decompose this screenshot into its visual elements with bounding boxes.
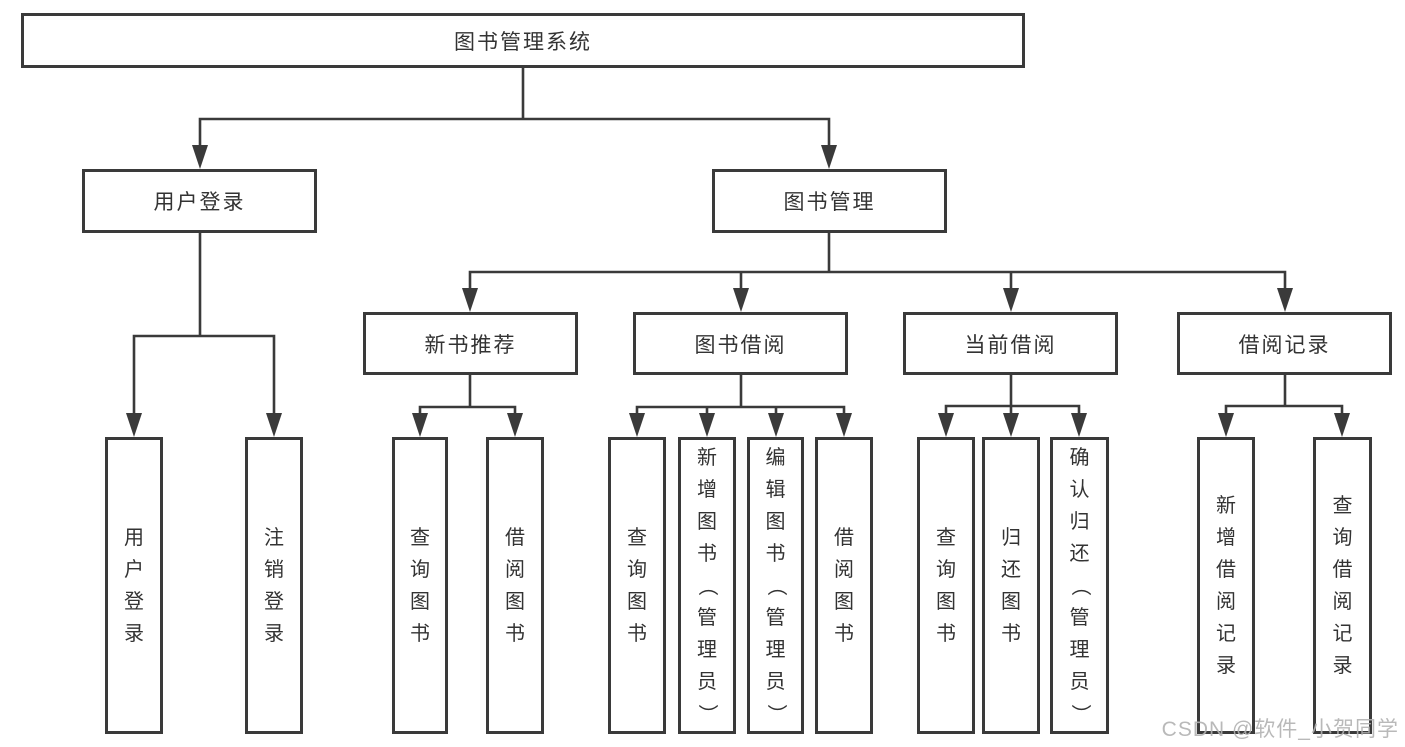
node-label-leaf-query-record: 查询借阅记录 xyxy=(1332,494,1353,677)
node-label-leaf-borrow-book-1: 借阅图书 xyxy=(505,526,525,645)
node-label-leaf-user-login: 用户登录 xyxy=(124,526,144,645)
node-label-leaf-query-book-1: 查询图书 xyxy=(410,526,430,645)
node-leaf-borrow-book-2: 借阅图书 xyxy=(815,437,873,734)
node-leaf-user-login: 用户登录 xyxy=(105,437,163,734)
node-label-new-book-rec: 新书推荐 xyxy=(424,333,517,357)
node-label-book-borrow: 图书借阅 xyxy=(694,333,787,357)
node-root: 图书管理系统 xyxy=(21,13,1025,68)
watermark-csdn: CSDN @软件_小贺同学 xyxy=(1161,718,1399,741)
arrowhead-icons xyxy=(126,145,1350,437)
node-leaf-query-record: 查询借阅记录 xyxy=(1313,437,1372,734)
node-label-leaf-return-book: 归还图书 xyxy=(1001,526,1021,645)
node-leaf-add-book: 新增图书（管理员） xyxy=(678,437,736,734)
node-leaf-confirm-return: 确认归还（管理员） xyxy=(1050,437,1109,734)
node-label-leaf-query-book-2: 查询图书 xyxy=(627,526,647,645)
node-label-user-login: 用户登录 xyxy=(153,191,246,214)
node-user-login: 用户登录 xyxy=(82,169,317,233)
node-leaf-edit-book: 编辑图书（管理员） xyxy=(747,437,804,734)
node-label-leaf-add-book: 新增图书（管理员） xyxy=(696,446,718,724)
node-new-book-rec: 新书推荐 xyxy=(363,312,578,375)
node-borrow-record: 借阅记录 xyxy=(1177,312,1392,375)
node-leaf-query-book-2: 查询图书 xyxy=(608,437,666,734)
node-leaf-add-record: 新增借阅记录 xyxy=(1197,437,1255,734)
node-leaf-borrow-book-1: 借阅图书 xyxy=(486,437,544,734)
node-label-root: 图书管理系统 xyxy=(454,30,592,54)
node-book-mgmt: 图书管理 xyxy=(712,169,947,233)
node-leaf-return-book: 归还图书 xyxy=(982,437,1040,734)
node-label-leaf-add-record: 新增借阅记录 xyxy=(1216,494,1236,677)
node-label-leaf-borrow-book-2: 借阅图书 xyxy=(834,526,854,645)
node-leaf-logout: 注销登录 xyxy=(245,437,303,734)
node-label-current-borrow: 当前借阅 xyxy=(964,333,1057,357)
node-label-leaf-logout: 注销登录 xyxy=(264,526,284,645)
node-leaf-query-book-3: 查询图书 xyxy=(917,437,975,734)
node-label-borrow-record: 借阅记录 xyxy=(1238,333,1331,357)
node-book-borrow: 图书借阅 xyxy=(633,312,848,375)
node-label-leaf-confirm-return: 确认归还（管理员） xyxy=(1068,446,1091,724)
node-label-leaf-query-book-3: 查询图书 xyxy=(936,526,956,645)
node-leaf-query-book-1: 查询图书 xyxy=(392,437,448,734)
node-label-leaf-edit-book: 编辑图书（管理员） xyxy=(764,446,787,724)
node-current-borrow: 当前借阅 xyxy=(903,312,1118,375)
node-label-book-mgmt: 图书管理 xyxy=(783,191,876,214)
